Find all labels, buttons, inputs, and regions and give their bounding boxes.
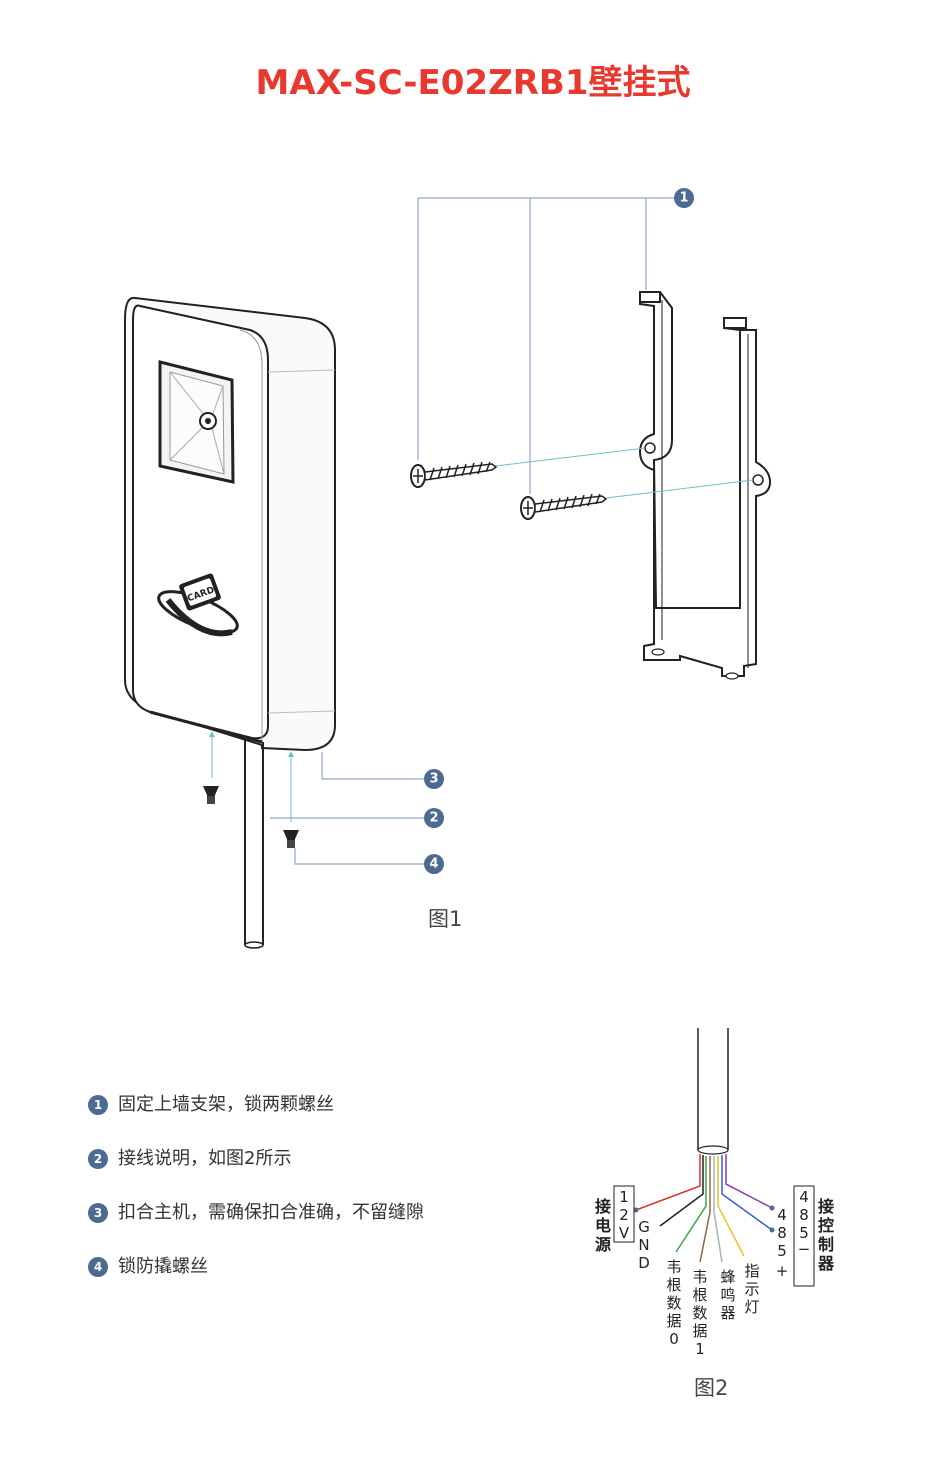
legend-item: 1 固定上墙支架，锁两颗螺丝: [88, 1093, 424, 1147]
step-text: 接线说明，如图2所示: [118, 1148, 292, 1169]
svg-text:1: 1: [695, 1340, 705, 1358]
label-wiegand-0: 韦 根 数 据 0: [666, 1258, 681, 1348]
camera-window: [158, 360, 235, 484]
legend-item: 4 锁防撬螺丝: [88, 1255, 424, 1309]
svg-text:电: 电: [595, 1216, 611, 1235]
pin-12v-1: 1: [619, 1188, 629, 1206]
svg-text:器: 器: [720, 1304, 735, 1322]
wall-bracket: [638, 291, 772, 680]
svg-text:根: 根: [666, 1276, 681, 1294]
legend-item: 2 接线说明，如图2所示: [88, 1147, 424, 1201]
svg-text:据: 据: [692, 1322, 707, 1340]
svg-text:−: −: [798, 1240, 811, 1258]
step-text: 固定上墙支架，锁两颗螺丝: [118, 1094, 334, 1115]
svg-text:3: 3: [429, 772, 438, 787]
callout-3: 3: [424, 769, 444, 789]
label-indicator-light: 指 示 灯: [744, 1262, 759, 1316]
callout-4: 4: [424, 854, 444, 874]
label-buzzer: 蜂 鸣 器: [720, 1268, 735, 1322]
wiring-diagram: 1 2 V G N D 接 电 源 4 8 5 − 4 8 5 + 接 控 制 …: [595, 1028, 835, 1358]
svg-text:5: 5: [799, 1224, 809, 1242]
svg-text:4: 4: [429, 857, 438, 872]
callout-1-leaders: [417, 197, 674, 494]
svg-text:0: 0: [669, 1330, 679, 1348]
svg-text:数: 数: [692, 1304, 707, 1322]
callout-leaders-lower: [270, 752, 424, 865]
step-badge: 4: [88, 1257, 108, 1277]
svg-text:+: +: [776, 1262, 789, 1280]
svg-text:鸣: 鸣: [720, 1286, 735, 1304]
svg-text:韦: 韦: [692, 1268, 707, 1286]
step-badge: 1: [88, 1095, 108, 1115]
wall-screw-upper: [410, 461, 498, 488]
svg-text:5: 5: [777, 1242, 787, 1260]
callout-2: 2: [424, 808, 444, 828]
figure-1-label: 图1: [428, 907, 463, 931]
svg-text:据: 据: [666, 1312, 681, 1330]
svg-text:4: 4: [799, 1188, 809, 1206]
svg-text:蜂: 蜂: [720, 1268, 735, 1286]
page-title: MAX-SC-E02ZRB1壁挂式: [255, 63, 691, 103]
step-badge: 2: [88, 1149, 108, 1169]
svg-text:D: D: [638, 1254, 650, 1272]
svg-text:制: 制: [818, 1235, 834, 1254]
svg-text:控: 控: [818, 1216, 834, 1235]
svg-text:接: 接: [818, 1197, 834, 1216]
step-text: 锁防撬螺丝: [118, 1256, 208, 1277]
svg-text:接: 接: [595, 1197, 611, 1216]
svg-text:4: 4: [777, 1206, 787, 1224]
svg-text:器: 器: [817, 1254, 835, 1273]
pin-12v-2: 2: [619, 1206, 629, 1224]
tamper-screw-left: [203, 786, 219, 804]
legend-item: 3 扣合主机，需确保扣合准确，不留缝隙: [88, 1201, 424, 1255]
cable: [244, 738, 264, 949]
card-reader-device: CARD: [124, 296, 336, 949]
svg-text:根: 根: [692, 1286, 707, 1304]
pin-12v-v: V: [619, 1224, 630, 1242]
figure-2-label: 图2: [694, 1376, 729, 1400]
svg-text:数: 数: [666, 1294, 681, 1312]
svg-text:8: 8: [777, 1224, 787, 1242]
svg-text:示: 示: [744, 1280, 759, 1298]
svg-text:1: 1: [679, 191, 688, 206]
svg-text:韦: 韦: [666, 1258, 681, 1276]
svg-text:指: 指: [744, 1262, 759, 1280]
tamper-screw-right: [283, 830, 299, 848]
svg-text:N: N: [638, 1236, 649, 1254]
card-logo-icon: CARD: [157, 573, 239, 637]
label-wiegand-1: 韦 根 数 据 1: [692, 1268, 707, 1358]
step-badge: 3: [88, 1203, 108, 1223]
instruction-legend: 1 固定上墙支架，锁两颗螺丝 2 接线说明，如图2所示 3 扣合主机，需确保扣合…: [88, 1093, 424, 1309]
svg-text:G: G: [638, 1218, 650, 1236]
svg-text:灯: 灯: [744, 1298, 759, 1316]
wall-screw-lower: [520, 493, 608, 520]
step-text: 扣合主机，需确保扣合准确，不留缝隙: [118, 1202, 424, 1223]
svg-text:2: 2: [429, 811, 438, 826]
svg-text:源: 源: [595, 1235, 611, 1254]
svg-text:8: 8: [799, 1206, 809, 1224]
callout-1: 1: [674, 188, 694, 208]
